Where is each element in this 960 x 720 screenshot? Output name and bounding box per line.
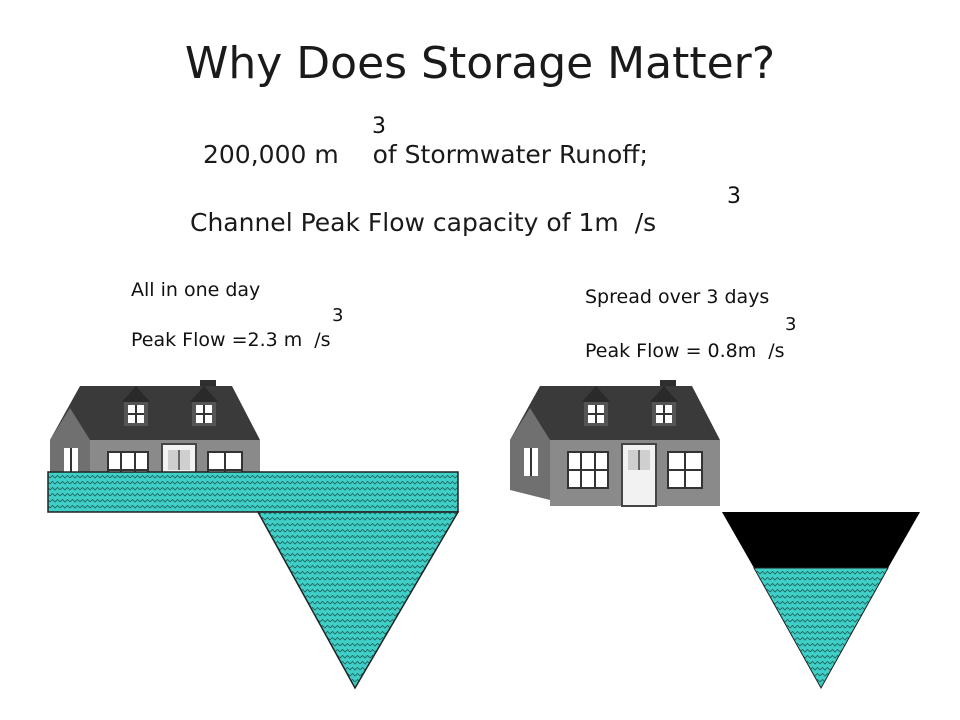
channel-capacity-exponent: 3 <box>727 184 741 209</box>
right-channel-water <box>753 567 889 690</box>
right-peak-flow-exponent: 3 <box>785 314 797 335</box>
channel-capacity-unit: /s <box>634 208 657 237</box>
left-scenario-heading: All in one day <box>131 279 261 301</box>
runoff-volume-text: 200,000 m <box>203 140 339 169</box>
left-channel-full <box>256 511 460 690</box>
left-peak-flow-exponent: 3 <box>332 305 344 326</box>
channel-capacity-text: Channel Peak Flow capacity of 1m <box>190 208 619 237</box>
right-peak-flow-label: Peak Flow = 0.8m/s <box>585 340 785 362</box>
right-scenario-heading: Spread over 3 days <box>585 286 770 308</box>
left-peak-flow-label: Peak Flow =2.3 m/s <box>131 329 331 351</box>
slide-title: Why Does Storage Matter? <box>184 38 776 89</box>
runoff-volume-line: 200,000 m of Stormwater Runoff; <box>203 140 648 169</box>
runoff-volume-text-end: of Stormwater Runoff; <box>364 140 648 169</box>
flood-water-overflow <box>47 471 459 513</box>
channel-capacity-line: Channel Peak Flow capacity of 1m/s <box>190 208 656 237</box>
house-icon <box>509 379 721 507</box>
right-channel-unused-capacity <box>722 512 920 568</box>
runoff-volume-exponent: 3 <box>372 114 386 139</box>
